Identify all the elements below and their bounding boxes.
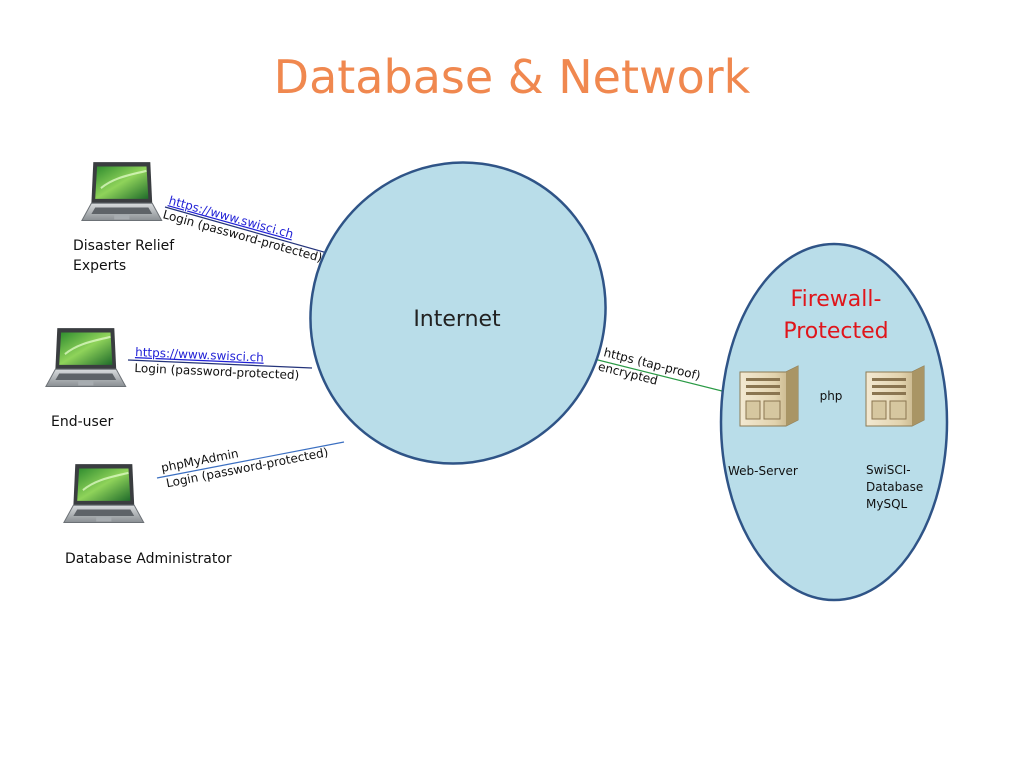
- db-label-line2: Database: [866, 480, 923, 494]
- laptop-icon: [62, 463, 145, 524]
- php-label: php: [820, 389, 843, 403]
- web-server-label: Web-Server: [728, 464, 798, 478]
- connection-enduser: [127, 359, 313, 369]
- slide-title: Database & Network: [273, 50, 751, 104]
- connection-admin: [156, 441, 345, 479]
- connection-https: [577, 354, 739, 396]
- db-label-line3: MySQL: [866, 497, 908, 511]
- firewall-label-line1: Firewall-: [791, 287, 882, 312]
- laptop-icon: [80, 161, 163, 222]
- internet-label: Internet: [413, 307, 501, 332]
- firewall-label-line2: Protected: [783, 319, 888, 344]
- connection-experts: [164, 206, 353, 261]
- laptop-icon: [44, 327, 127, 388]
- firewall-zone: [719, 242, 949, 602]
- client-name-enduser: End-user: [51, 414, 113, 430]
- enduser-url-link[interactable]: https://www.swisci.ch: [135, 345, 264, 365]
- internet-cloud: [309, 161, 607, 465]
- enduser-login-text: Login (password-protected): [134, 361, 299, 382]
- server-icon: [865, 365, 925, 427]
- server-icon: [739, 365, 799, 427]
- client-name-experts-line1: Disaster Relief: [73, 238, 175, 254]
- client-name-admin: Database Administrator: [65, 551, 232, 567]
- db-label-line1: SwiSCI-: [866, 463, 911, 477]
- client-name-experts-line2: Experts: [73, 258, 126, 274]
